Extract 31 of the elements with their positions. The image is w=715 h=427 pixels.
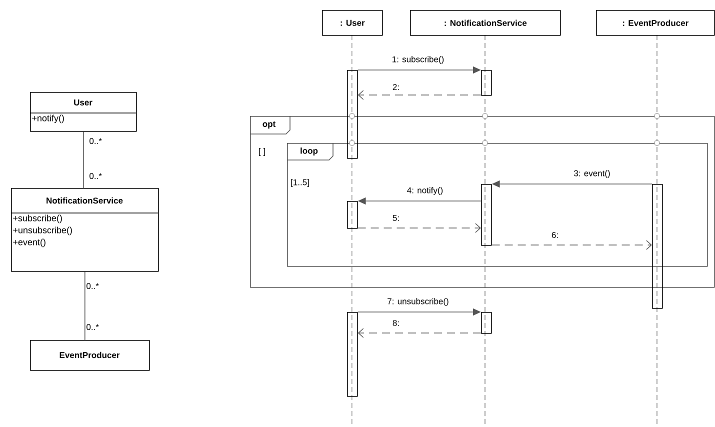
multiplicity-label: 0..* [86, 283, 99, 289]
activation-bar [481, 70, 492, 96]
activation-bar [347, 70, 358, 159]
class-box: NotificationService +subscribe() +unsubscribe() +event() [10, 188, 159, 272]
multiplicity-label: 0..* [86, 324, 99, 330]
message-arrow [357, 223, 481, 233]
multiplicity-label: 0..* [90, 173, 102, 179]
activation-bar [481, 184, 492, 246]
class-box: EventProducer [30, 340, 150, 371]
activation-bar [347, 200, 358, 229]
edge-label: 7: unsubscribe() [386, 297, 450, 307]
edge-label: 4: notify() [406, 186, 444, 196]
edge-label: 1: subscribe() [390, 55, 446, 65]
activation-bar [481, 312, 492, 334]
association-line [83, 131, 84, 188]
edge-label: 2: [391, 83, 401, 91]
edge-label: 3: event() [572, 169, 612, 179]
edge-label: 8: [391, 318, 401, 327]
message-arrow [358, 90, 482, 100]
lifeline-head: : NotificationService [410, 10, 561, 36]
association-line [84, 271, 86, 340]
lifeline-head: : EventProducer [596, 10, 715, 36]
lifeline-head: : User [322, 10, 383, 36]
message-arrow [358, 328, 482, 338]
edge-label: 5: [391, 214, 401, 222]
message-arrow [491, 240, 652, 250]
activation-bar [347, 312, 358, 397]
edge-label: 6: [550, 230, 560, 239]
multiplicity-label: 0..* [90, 138, 102, 144]
activation-bar [652, 184, 663, 309]
class-box: User +notify() [30, 92, 137, 132]
